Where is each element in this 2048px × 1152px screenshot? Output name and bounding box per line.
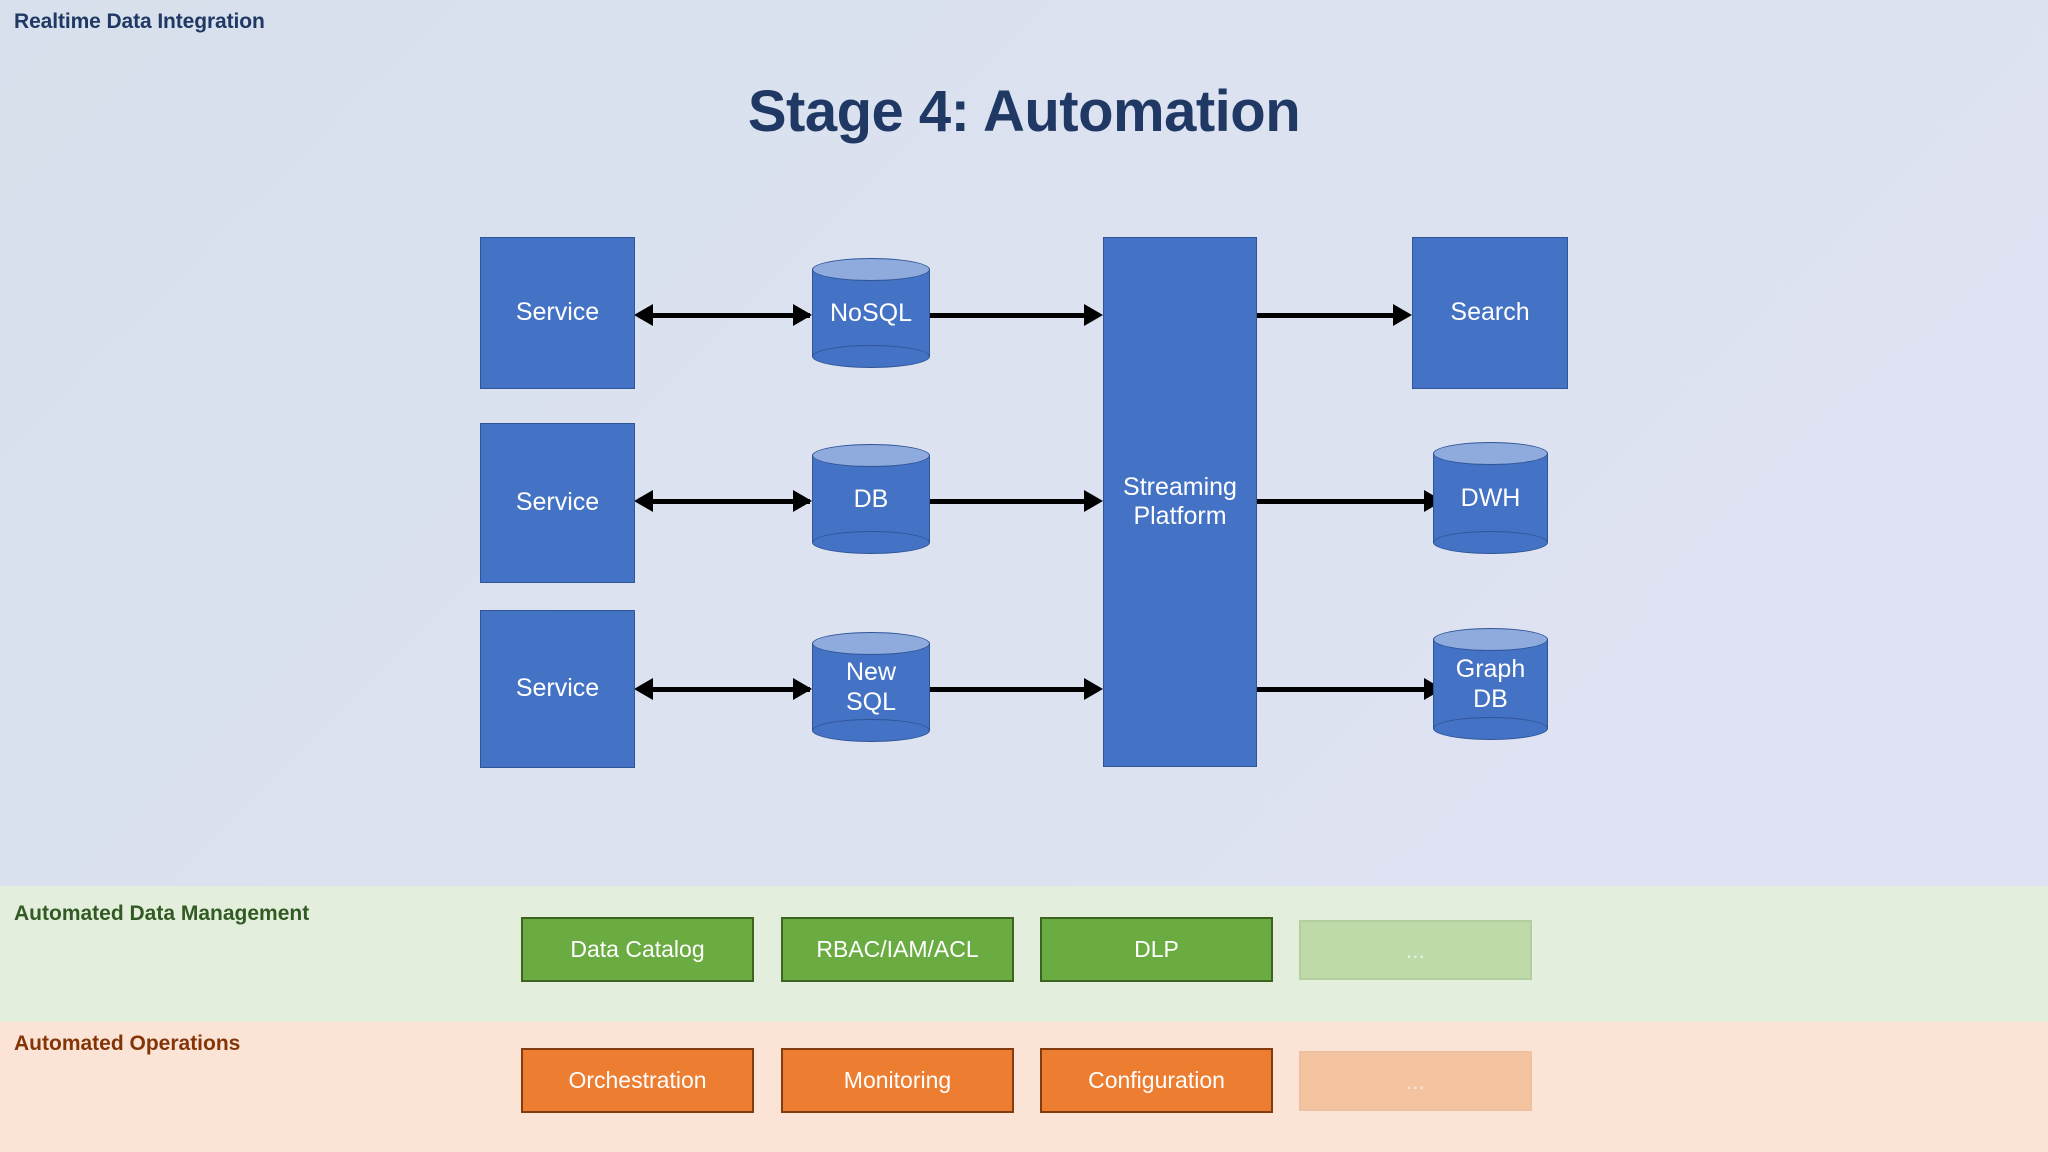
newsql-cylinder-bottom [812, 719, 930, 742]
chip-configuration[interactable]: Configuration [1040, 1048, 1273, 1113]
service-node-3[interactable]: Service [480, 610, 635, 768]
operations-label: Automated Operations [14, 1032, 241, 1055]
nosql-node-label: NoSQL [830, 299, 912, 327]
arrow-head-hub-in-1 [1084, 304, 1103, 326]
newsql-cylinder-top [812, 632, 930, 655]
graphdb-cylinder-bottom [1433, 717, 1548, 740]
service-node-3-label: Service [515, 674, 600, 703]
db-cylinder-bottom [812, 531, 930, 554]
chip-data-management-more[interactable]: ... [1299, 920, 1532, 980]
corner-title: Realtime Data Integration [14, 10, 265, 33]
db-node-label: DB [853, 485, 889, 513]
chip-data-catalog[interactable]: Data Catalog [521, 917, 754, 982]
arrow-head-db-in [793, 490, 812, 512]
main-diagram-band [0, 0, 2048, 886]
chip-orchestration-label: Orchestration [568, 1067, 707, 1093]
service-node-1-label: Service [515, 298, 600, 327]
arrow-head-hub-in-2 [1084, 490, 1103, 512]
chip-dlp-label: DLP [1134, 936, 1179, 962]
dwh-cylinder-bottom [1433, 531, 1548, 554]
newsql-cylinder-body [812, 643, 930, 731]
dwh-cylinder-body [1433, 453, 1548, 543]
nosql-cylinder-body [812, 269, 930, 357]
chip-configuration-label: Configuration [1088, 1067, 1225, 1093]
chip-monitoring-label: Monitoring [843, 1067, 952, 1093]
connector-service3-newsql [645, 687, 810, 692]
chip-orchestration[interactable]: Orchestration [521, 1048, 754, 1113]
dwh-cylinder-top [1433, 442, 1548, 465]
chip-data-catalog-label: Data Catalog [570, 936, 705, 962]
graphdb-cylinder-body [1433, 639, 1548, 729]
data-management-label: Automated Data Management [14, 902, 310, 925]
nosql-cylinder-top [812, 258, 930, 281]
arrow-head-nosql-in [793, 304, 812, 326]
service-node-1[interactable]: Service [480, 237, 635, 389]
chip-rbac-iam-acl[interactable]: RBAC/IAM/ACL [781, 917, 1014, 982]
connector-hub-dwh [1257, 499, 1425, 504]
arrow-head-service3-left [634, 678, 653, 700]
db-cylinder-top [812, 444, 930, 467]
chip-dlp[interactable]: DLP [1040, 917, 1273, 982]
dwh-node[interactable]: DWH [1433, 442, 1548, 554]
chip-operations-more[interactable]: ... [1299, 1051, 1532, 1111]
service-node-2[interactable]: Service [480, 423, 635, 583]
db-cylinder-body [812, 455, 930, 543]
arrow-head-service1-left [634, 304, 653, 326]
arrow-head-service2-left [634, 490, 653, 512]
nosql-cylinder-bottom [812, 345, 930, 368]
arrow-head-hub-in-3 [1084, 678, 1103, 700]
connector-db-hub [930, 499, 1085, 504]
service-node-2-label: Service [515, 488, 600, 517]
connector-newsql-hub [930, 687, 1085, 692]
graphdb-cylinder-top [1433, 628, 1548, 651]
chip-operations-more-label: ... [1405, 1067, 1426, 1094]
connector-hub-graphdb [1257, 687, 1425, 692]
nosql-node[interactable]: NoSQL [812, 258, 930, 368]
connector-service2-db [645, 499, 810, 504]
dwh-node-label: DWH [1460, 484, 1521, 512]
connector-service1-nosql [645, 313, 810, 318]
operations-band [0, 1022, 2048, 1152]
db-node[interactable]: DB [812, 444, 930, 554]
chip-monitoring[interactable]: Monitoring [781, 1048, 1014, 1113]
page-title: Stage 4: Automation [747, 79, 1301, 144]
data-management-band [0, 886, 2048, 1022]
chip-data-management-more-label: ... [1405, 936, 1426, 963]
arrow-head-search-in [1393, 304, 1412, 326]
search-node[interactable]: Search [1412, 237, 1568, 389]
connector-nosql-hub [930, 313, 1085, 318]
chip-rbac-iam-acl-label: RBAC/IAM/ACL [816, 936, 979, 962]
connector-hub-search [1257, 313, 1394, 318]
search-node-label: Search [1450, 298, 1530, 327]
arrow-head-newsql-in [793, 678, 812, 700]
